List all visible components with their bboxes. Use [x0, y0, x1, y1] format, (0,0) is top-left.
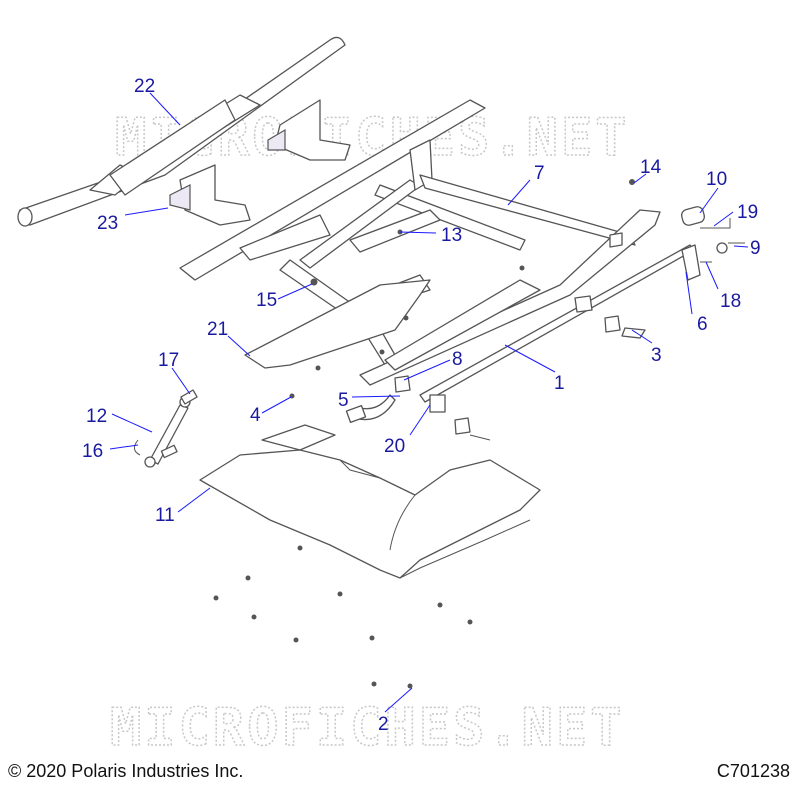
leader-lines [109, 92, 749, 713]
callout-18: 18 [720, 291, 741, 312]
callout-8: 8 [452, 349, 463, 370]
callout-numbers: 1 2 3 4 5 6 7 8 9 10 11 12 13 14 15 16 1… [82, 76, 761, 735]
callout-6: 6 [697, 314, 708, 335]
callout-5: 5 [338, 390, 349, 411]
callout-16: 16 [82, 441, 103, 462]
callout-19: 19 [737, 202, 758, 223]
callout-15: 15 [256, 290, 277, 311]
bumper-bracket-left [169, 164, 251, 226]
bumper-bracket-right [267, 99, 351, 161]
callout-23: 23 [97, 213, 118, 234]
front-bumper-tube [17, 36, 346, 227]
callout-20: 20 [384, 436, 405, 457]
callout-14: 14 [640, 157, 662, 178]
callout-12: 12 [86, 406, 107, 427]
callout-2: 2 [378, 714, 389, 735]
fasteners [213, 179, 635, 689]
callout-7: 7 [534, 163, 545, 184]
skid-plate [199, 424, 541, 579]
watermark-bottom: MICROFICHES.NET [110, 698, 625, 758]
drawing-id: C701238 [716, 761, 790, 781]
callout-21: 21 [207, 319, 228, 340]
callout-17: 17 [158, 350, 179, 371]
callout-3: 3 [651, 345, 662, 366]
callout-1: 1 [554, 373, 565, 394]
callout-22: 22 [134, 76, 155, 97]
callout-9: 9 [750, 238, 761, 259]
front-floor-plate [244, 279, 431, 369]
callout-11: 11 [155, 505, 175, 526]
rod-clamps [394, 375, 491, 441]
gas-strut [134, 389, 198, 468]
callout-4: 4 [250, 405, 261, 426]
callout-10: 10 [706, 169, 727, 190]
copyright-text: © 2020 Polaris Industries Inc. [8, 761, 244, 781]
callout-13: 13 [441, 225, 462, 246]
rear-mount-hardware [574, 206, 745, 339]
